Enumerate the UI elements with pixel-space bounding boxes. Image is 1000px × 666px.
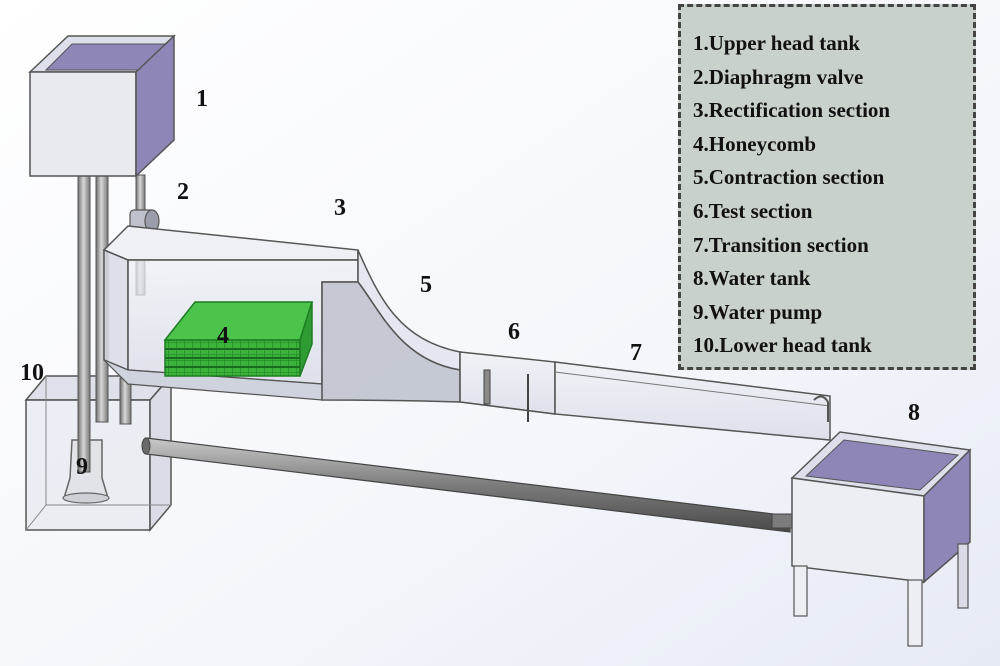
legend-item: 3.Rectification section [693,98,891,123]
legend-item: 5.Contraction section [693,165,885,190]
return-pipe [141,437,793,533]
legend-item: 7.Transition section [693,232,869,257]
legend-item: 6.Test section [693,198,813,223]
label-2: 2 [177,179,189,205]
transition-section [554,361,831,441]
label-8: 8 [908,400,920,426]
label-4: 4 [217,323,229,349]
legend-item: 8.Water tank [693,266,811,291]
label-7: 7 [630,340,642,366]
label-9: 9 [76,454,88,480]
label-3: 3 [334,195,346,221]
label-10: 10 [20,360,44,386]
legend-item: 9.Water pump [693,299,823,324]
diaphragm-valve [129,209,160,233]
label-5: 5 [420,272,432,298]
component-legend: 1.Upper head tank 2.Diaphragm valve 3.Re… [678,4,976,370]
legend-item: 4.Honeycomb [693,131,817,156]
legend-item: 1.Upper head tank [693,31,861,55]
water-tank [790,431,972,647]
legend-item: 2.Diaphragm valve [693,64,864,89]
legend-item: 10.Lower head tank [693,333,872,358]
upper-head-tank [28,34,176,178]
label-1: 1 [196,86,208,112]
label-6: 6 [508,319,520,345]
honeycomb [163,301,314,377]
